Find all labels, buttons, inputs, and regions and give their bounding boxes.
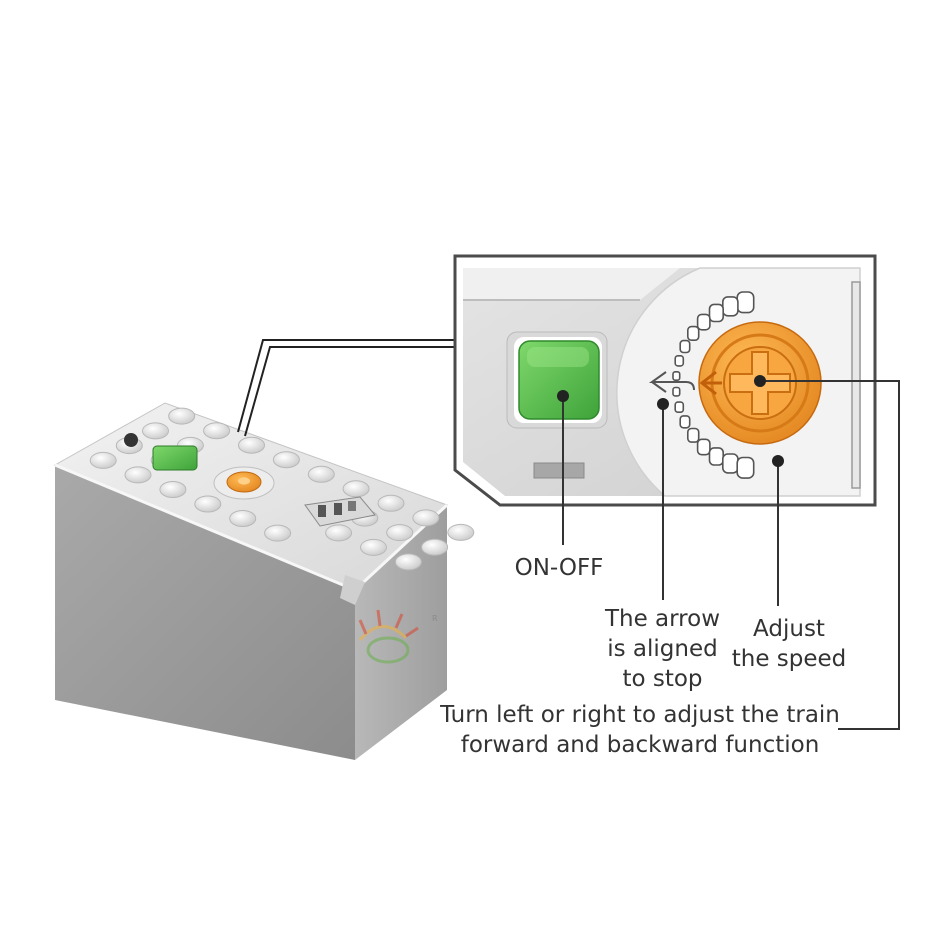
callout-dots (557, 375, 784, 467)
adjust-speed-label: Adjust the speed (724, 614, 854, 674)
scale-mark (721, 453, 739, 474)
turn-direction-label: Turn left or right to adjust the train f… (430, 700, 850, 760)
scale-mark (674, 401, 685, 414)
scale-mark (696, 438, 711, 456)
on-off-label-text: ON-OFF (514, 555, 604, 581)
scale-mark (686, 427, 700, 443)
scale-mark (696, 313, 711, 331)
arrow-aligned-line-1: The arrow (604, 606, 721, 632)
top-stud (412, 509, 440, 527)
zoom-on-off-button[interactable] (506, 331, 608, 429)
adjust-speed-line-2: the speed (731, 646, 847, 672)
scale-mark (721, 296, 739, 317)
scale-mark (736, 291, 755, 314)
top-stud (421, 538, 449, 556)
battery-front-face (55, 465, 355, 760)
top-stud (342, 480, 370, 498)
scale-mark (679, 415, 691, 429)
registered-mark: R (432, 614, 438, 623)
top-stud (377, 494, 405, 512)
dial-arrow-icon (699, 370, 722, 396)
zoom-leader-line (237, 339, 455, 437)
top-stud (89, 451, 117, 469)
top-stud (386, 524, 414, 542)
on-off-label: ON-OFF (504, 553, 614, 583)
scale-mark (672, 370, 681, 381)
battery-connector (304, 496, 376, 527)
callout-lines (562, 380, 900, 730)
adjust-speed-line-1: Adjust (753, 616, 825, 642)
battery-socket (124, 433, 138, 447)
scale-mark (708, 303, 724, 323)
scale-mark (674, 354, 685, 367)
zoom-detail-panel (453, 254, 877, 507)
top-stud (325, 524, 353, 542)
dial-center-dot (754, 375, 766, 387)
speed-dot (772, 455, 784, 467)
top-stud (264, 524, 292, 542)
scale-mark (708, 447, 724, 466)
arrow-aligned-line-3: to stop (622, 666, 703, 692)
top-stud (447, 523, 475, 541)
arrow-aligned-label: The arrow is aligned to stop (590, 604, 735, 694)
turn-direction-line-1: Turn left or right to adjust the train (440, 702, 840, 728)
top-stud (203, 422, 231, 440)
scale-mark (679, 339, 691, 354)
top-stud (124, 466, 152, 484)
top-stud (168, 407, 196, 425)
top-stud (229, 510, 257, 527)
brand-watermark-logo: R (358, 609, 438, 664)
zoom-slot (533, 462, 585, 479)
on-off-dot (557, 390, 569, 402)
top-stud (272, 451, 300, 469)
battery-power-switch[interactable] (152, 445, 198, 471)
scale-mark (736, 456, 755, 479)
top-stud (307, 465, 335, 483)
battery-speed-dial[interactable] (213, 466, 275, 500)
top-stud (159, 481, 187, 498)
top-stud (194, 495, 222, 513)
battery-box: R (53, 402, 475, 760)
top-stud (238, 436, 265, 454)
top-stud (142, 422, 169, 440)
top-stud (394, 553, 422, 571)
turn-direction-line-2: forward and backward function (460, 732, 820, 758)
speed-scale-marks (672, 291, 755, 479)
top-stud (360, 538, 387, 556)
stop-arrow-icon (648, 371, 695, 393)
scale-mark (686, 325, 700, 342)
scale-mark (672, 386, 681, 397)
stop-arrow-dot (657, 398, 669, 410)
arrow-aligned-line-2: is aligned (607, 636, 718, 662)
